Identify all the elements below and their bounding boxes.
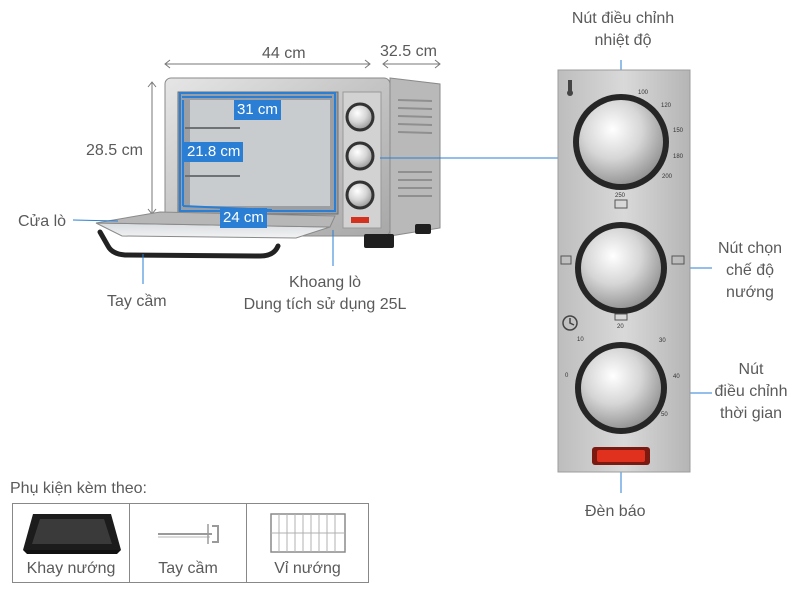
timer-tick-10: 10	[577, 337, 584, 343]
temp-tick-150: 150	[673, 128, 684, 134]
temp-tick-100: 100	[638, 90, 649, 96]
oven-body	[95, 77, 441, 259]
temp-knob-label-line1: Nút điều chỉnh	[571, 10, 675, 27]
chamber-label: Khoang lò Dung tích sử dụng 25L	[230, 272, 420, 316]
chamber-label-line1: Khoang lò	[288, 274, 362, 291]
timer-knob-label-line2: điều chỉnh	[714, 383, 788, 400]
handle-label: Tay cầm	[107, 293, 167, 310]
depth-dimension: 32.5 cm	[380, 43, 437, 60]
height-dimension: 28.5 cm	[86, 142, 143, 159]
mode-knob-label-line2: chế độ	[725, 262, 775, 279]
accessory-wire-rack: Vỉ nướng	[246, 503, 369, 583]
indicator-label: Đèn báo	[585, 503, 646, 520]
timer-knob-label-line3: thời gian	[719, 405, 783, 422]
timer-tick-40: 40	[673, 374, 680, 380]
mode-knob-label-line1: Nút chọn	[717, 240, 783, 257]
temp-tick-180: 180	[673, 154, 684, 160]
temp-knob-label-line2: nhiệt độ	[594, 32, 652, 49]
timer-tick-0: 0	[565, 373, 569, 379]
accessory-label: Tay cầm	[158, 560, 218, 577]
temp-tick-200: 200	[662, 174, 673, 180]
inner-depth-dimension: 24 cm	[220, 208, 267, 228]
timer-knob-label-line1: Nút	[738, 361, 764, 378]
temp-knob-label: Nút điều chỉnh nhiệt độ	[556, 8, 690, 52]
mode-knob-label-line3: nướng	[726, 284, 774, 301]
tray-handle-icon	[158, 524, 219, 544]
inner-width-dimension: 31 cm	[234, 100, 281, 120]
accessory-handle: Tay cầm	[129, 503, 247, 583]
chamber-label-line2: Dung tích sử dụng 25L	[243, 296, 407, 313]
control-panel-closeup	[557, 69, 691, 473]
temp-tick-120: 120	[661, 103, 672, 109]
temp-tick-250: 250	[615, 193, 626, 199]
timer-knob-label: Nút điều chỉnh thời gian	[704, 359, 798, 425]
width-dimension: 44 cm	[262, 45, 306, 62]
accessory-label: Vỉ nướng	[274, 560, 341, 577]
inner-height-dimension: 21.8 cm	[184, 142, 244, 162]
timer-tick-20: 20	[617, 324, 624, 330]
mode-knob-label: Nút chọn chế độ nướng	[704, 238, 796, 304]
accessory-label: Khay nướng	[26, 560, 116, 577]
timer-tick-50: 50	[661, 412, 668, 418]
wire-rack-icon	[270, 513, 346, 553]
baking-tray-icon	[23, 514, 121, 554]
door-label: Cửa lò	[18, 213, 67, 230]
dimension-lines	[147, 59, 441, 215]
accessories-title: Phụ kiện kèm theo:	[10, 480, 147, 497]
accessory-baking-tray: Khay nướng	[12, 503, 130, 583]
timer-tick-30: 30	[659, 338, 666, 344]
